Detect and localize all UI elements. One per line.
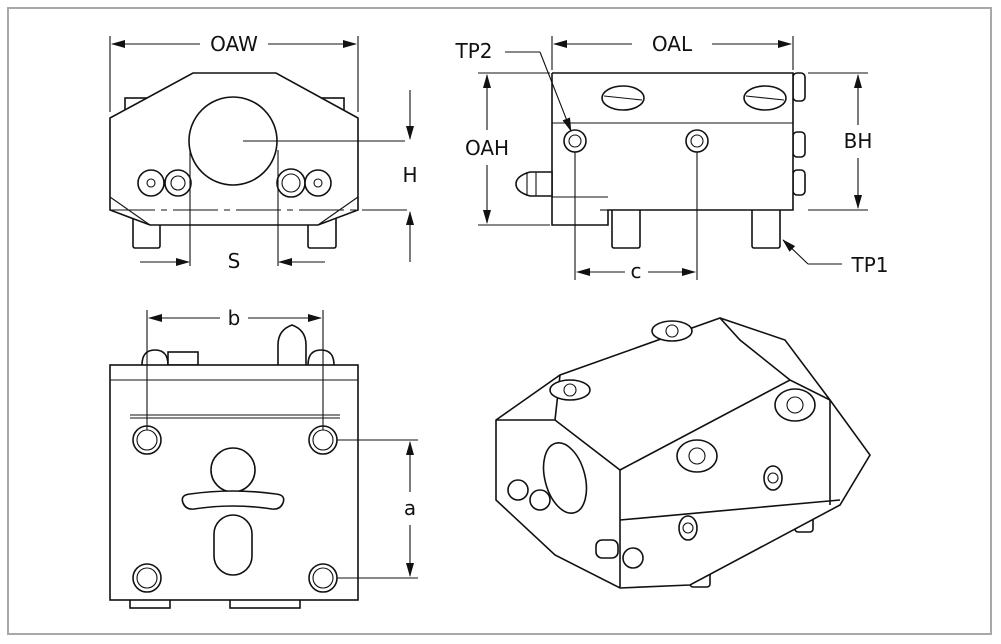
- isometric-view: [495, 317, 871, 589]
- dim-label-b: b: [228, 306, 241, 330]
- dim-label-bh: BH: [844, 129, 873, 153]
- dim-label-oah: OAH: [465, 136, 509, 160]
- leader-label-tp2: TP2: [454, 39, 492, 63]
- dim-label-c: c: [631, 259, 642, 283]
- leader-label-tp1: TP1: [850, 253, 888, 277]
- dim-label-oal: OAL: [652, 32, 693, 56]
- dim-label-oaw: OAW: [210, 32, 258, 56]
- dim-label-h: H: [402, 163, 417, 187]
- side-view: OAL OAH BH c TP2 TP1: [454, 32, 888, 283]
- drawing-frame: [7, 7, 992, 635]
- front-view: OAW S H: [109, 32, 418, 273]
- dim-label-s: S: [228, 249, 241, 273]
- bottom-view: b a: [109, 306, 418, 609]
- dim-label-a: a: [404, 496, 416, 520]
